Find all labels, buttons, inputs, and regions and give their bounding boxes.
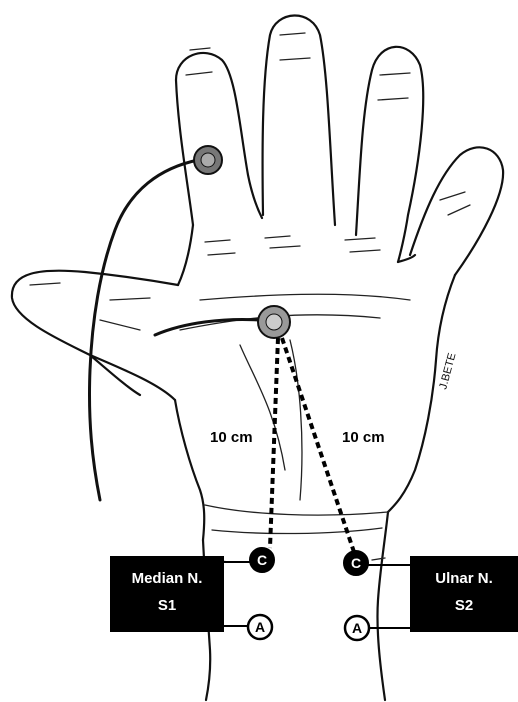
median-cathode-letter: C <box>257 552 267 568</box>
ulnar-box-site: S2 <box>455 597 473 614</box>
ulnar-box-title: Ulnar N. <box>435 570 493 587</box>
ulnar-box <box>410 556 518 632</box>
finger-electrode <box>194 146 222 174</box>
electrode-cables <box>89 160 260 500</box>
ulnar-stimulator: Ulnar N. S2 C A <box>344 551 518 640</box>
ulnar-distance-label: 10 cm <box>342 429 385 446</box>
median-anode-letter: A <box>255 619 265 635</box>
median-box-site: S1 <box>158 597 176 614</box>
ulnar-anode-letter: A <box>352 620 362 636</box>
artist-signature: J.BETE <box>437 352 458 391</box>
ulnar-cathode-letter: C <box>351 555 361 571</box>
median-box-title: Median N. <box>132 570 203 587</box>
median-distance-line <box>270 338 278 548</box>
palm-electrode <box>258 306 290 338</box>
median-stimulator: Median N. S1 C A <box>110 548 274 639</box>
median-distance-label: 10 cm <box>210 429 253 446</box>
median-box <box>110 556 224 632</box>
